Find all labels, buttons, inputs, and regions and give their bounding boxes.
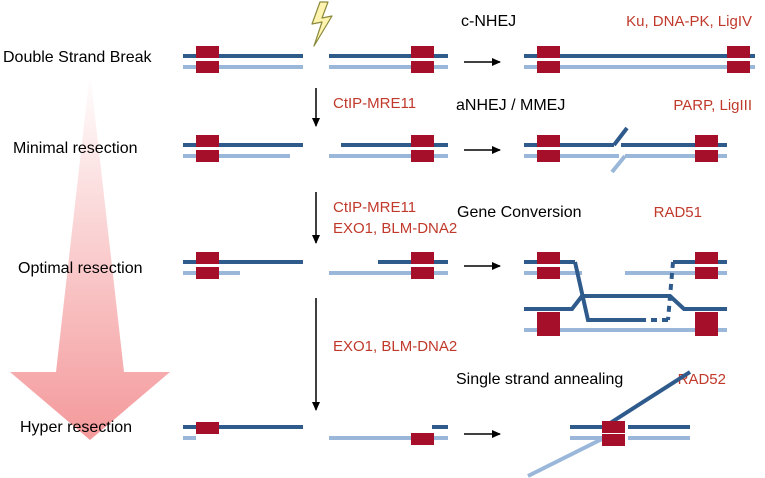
pathway-anhej-mmej: aNHEJ / MMEJ [456,97,565,114]
stage-optimal-resection: Optimal resection [18,260,143,277]
enzyme-label-step2a: CtIP-MRE11 [333,199,416,216]
cnhej-product-dna [524,46,755,73]
anhej-product-dna [524,126,727,174]
ssa-product-dna [527,370,692,478]
enzyme-label-step1: CtIP-MRE11 [333,95,416,112]
minimal-resection-dna [183,135,448,162]
enzyme-label-step3: EXO1, BLM-DNA2 [333,338,457,355]
lightning-bolt-icon [311,1,333,47]
dsb-dna [183,46,448,73]
resection-gradient-arrow [10,72,170,440]
factors-ssa: RAD52 [678,371,726,388]
optimal-resection-dna [183,252,448,279]
gene-conversion-product-dna [524,252,727,336]
enzyme-label-step2b: EXO1, BLM-DNA2 [333,220,457,237]
stage-hyper-resection: Hyper resection [20,419,132,436]
factors-gene-conversion: RAD51 [654,204,702,221]
pathway-single-strand-annealing: Single strand annealing [456,371,623,388]
pathway-cnhej: c-NHEJ [461,13,516,30]
pathway-gene-conversion: Gene Conversion [457,204,582,221]
factors-anhej: PARP, LigIII [673,97,752,114]
stage-double-strand-break: Double Strand Break [3,49,153,66]
hyper-resection-dna [183,422,448,445]
stage-minimal-resection: Minimal resection [13,140,137,157]
factors-cnhej: Ku, DNA-PK, LigIV [626,13,752,30]
